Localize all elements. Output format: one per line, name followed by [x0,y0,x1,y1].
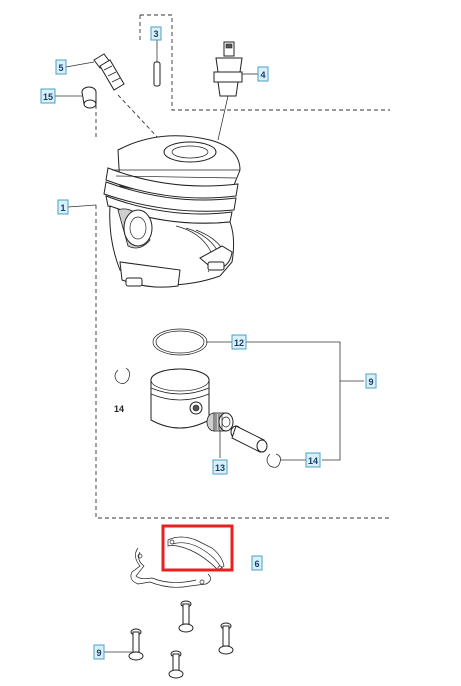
screw-part-b [218,622,234,655]
svg-text:5: 5 [58,63,63,73]
spark-plug-part [213,41,243,141]
svg-text:15: 15 [43,92,53,102]
highlight-frame [161,524,234,572]
valve-part-5 [93,53,125,91]
circlip-part-14 [266,453,281,468]
screw-part-c [128,628,144,661]
svg-text:6: 6 [254,559,259,569]
assembly-dashed-lines [95,14,390,519]
piston-pin-part [230,425,268,453]
callout-6: 6 [251,555,263,571]
screw-part-a [178,600,194,633]
svg-text:12: 12 [234,338,244,348]
callout-9-piston-kit: 9 [365,373,377,389]
screw-part-d [168,650,184,679]
bushing-part-15 [81,86,97,109]
callout-9-screws: 9 [93,644,105,660]
svg-text:13: 13 [215,463,225,473]
cylinder-part [103,135,241,288]
callout-14: 14 [305,452,321,468]
callout-4: 4 [257,66,269,82]
svg-text:4: 4 [260,70,265,80]
callout-5: 5 [55,59,67,75]
piston-ring-part [152,328,208,356]
svg-text:9: 9 [96,648,101,658]
label-14-plain: 14 [114,404,124,414]
leader-lines [54,40,364,653]
gasket-part [167,536,225,571]
svg-text:9: 9 [368,377,373,387]
piston-part [150,368,210,429]
callout-15: 15 [40,88,56,104]
circlip-part [114,367,130,384]
needle-bearing-part [206,412,234,432]
svg-text:3: 3 [153,29,158,39]
callout-3: 3 [150,26,162,41]
callout-12: 12 [231,334,247,350]
svg-text:14: 14 [114,404,124,414]
svg-text:1: 1 [60,203,65,213]
pin-part-3 [153,48,161,87]
svg-text:14: 14 [308,456,318,466]
base-gasket-part [130,547,211,588]
callout-1: 1 [57,199,69,215]
callout-13: 13 [212,459,228,475]
